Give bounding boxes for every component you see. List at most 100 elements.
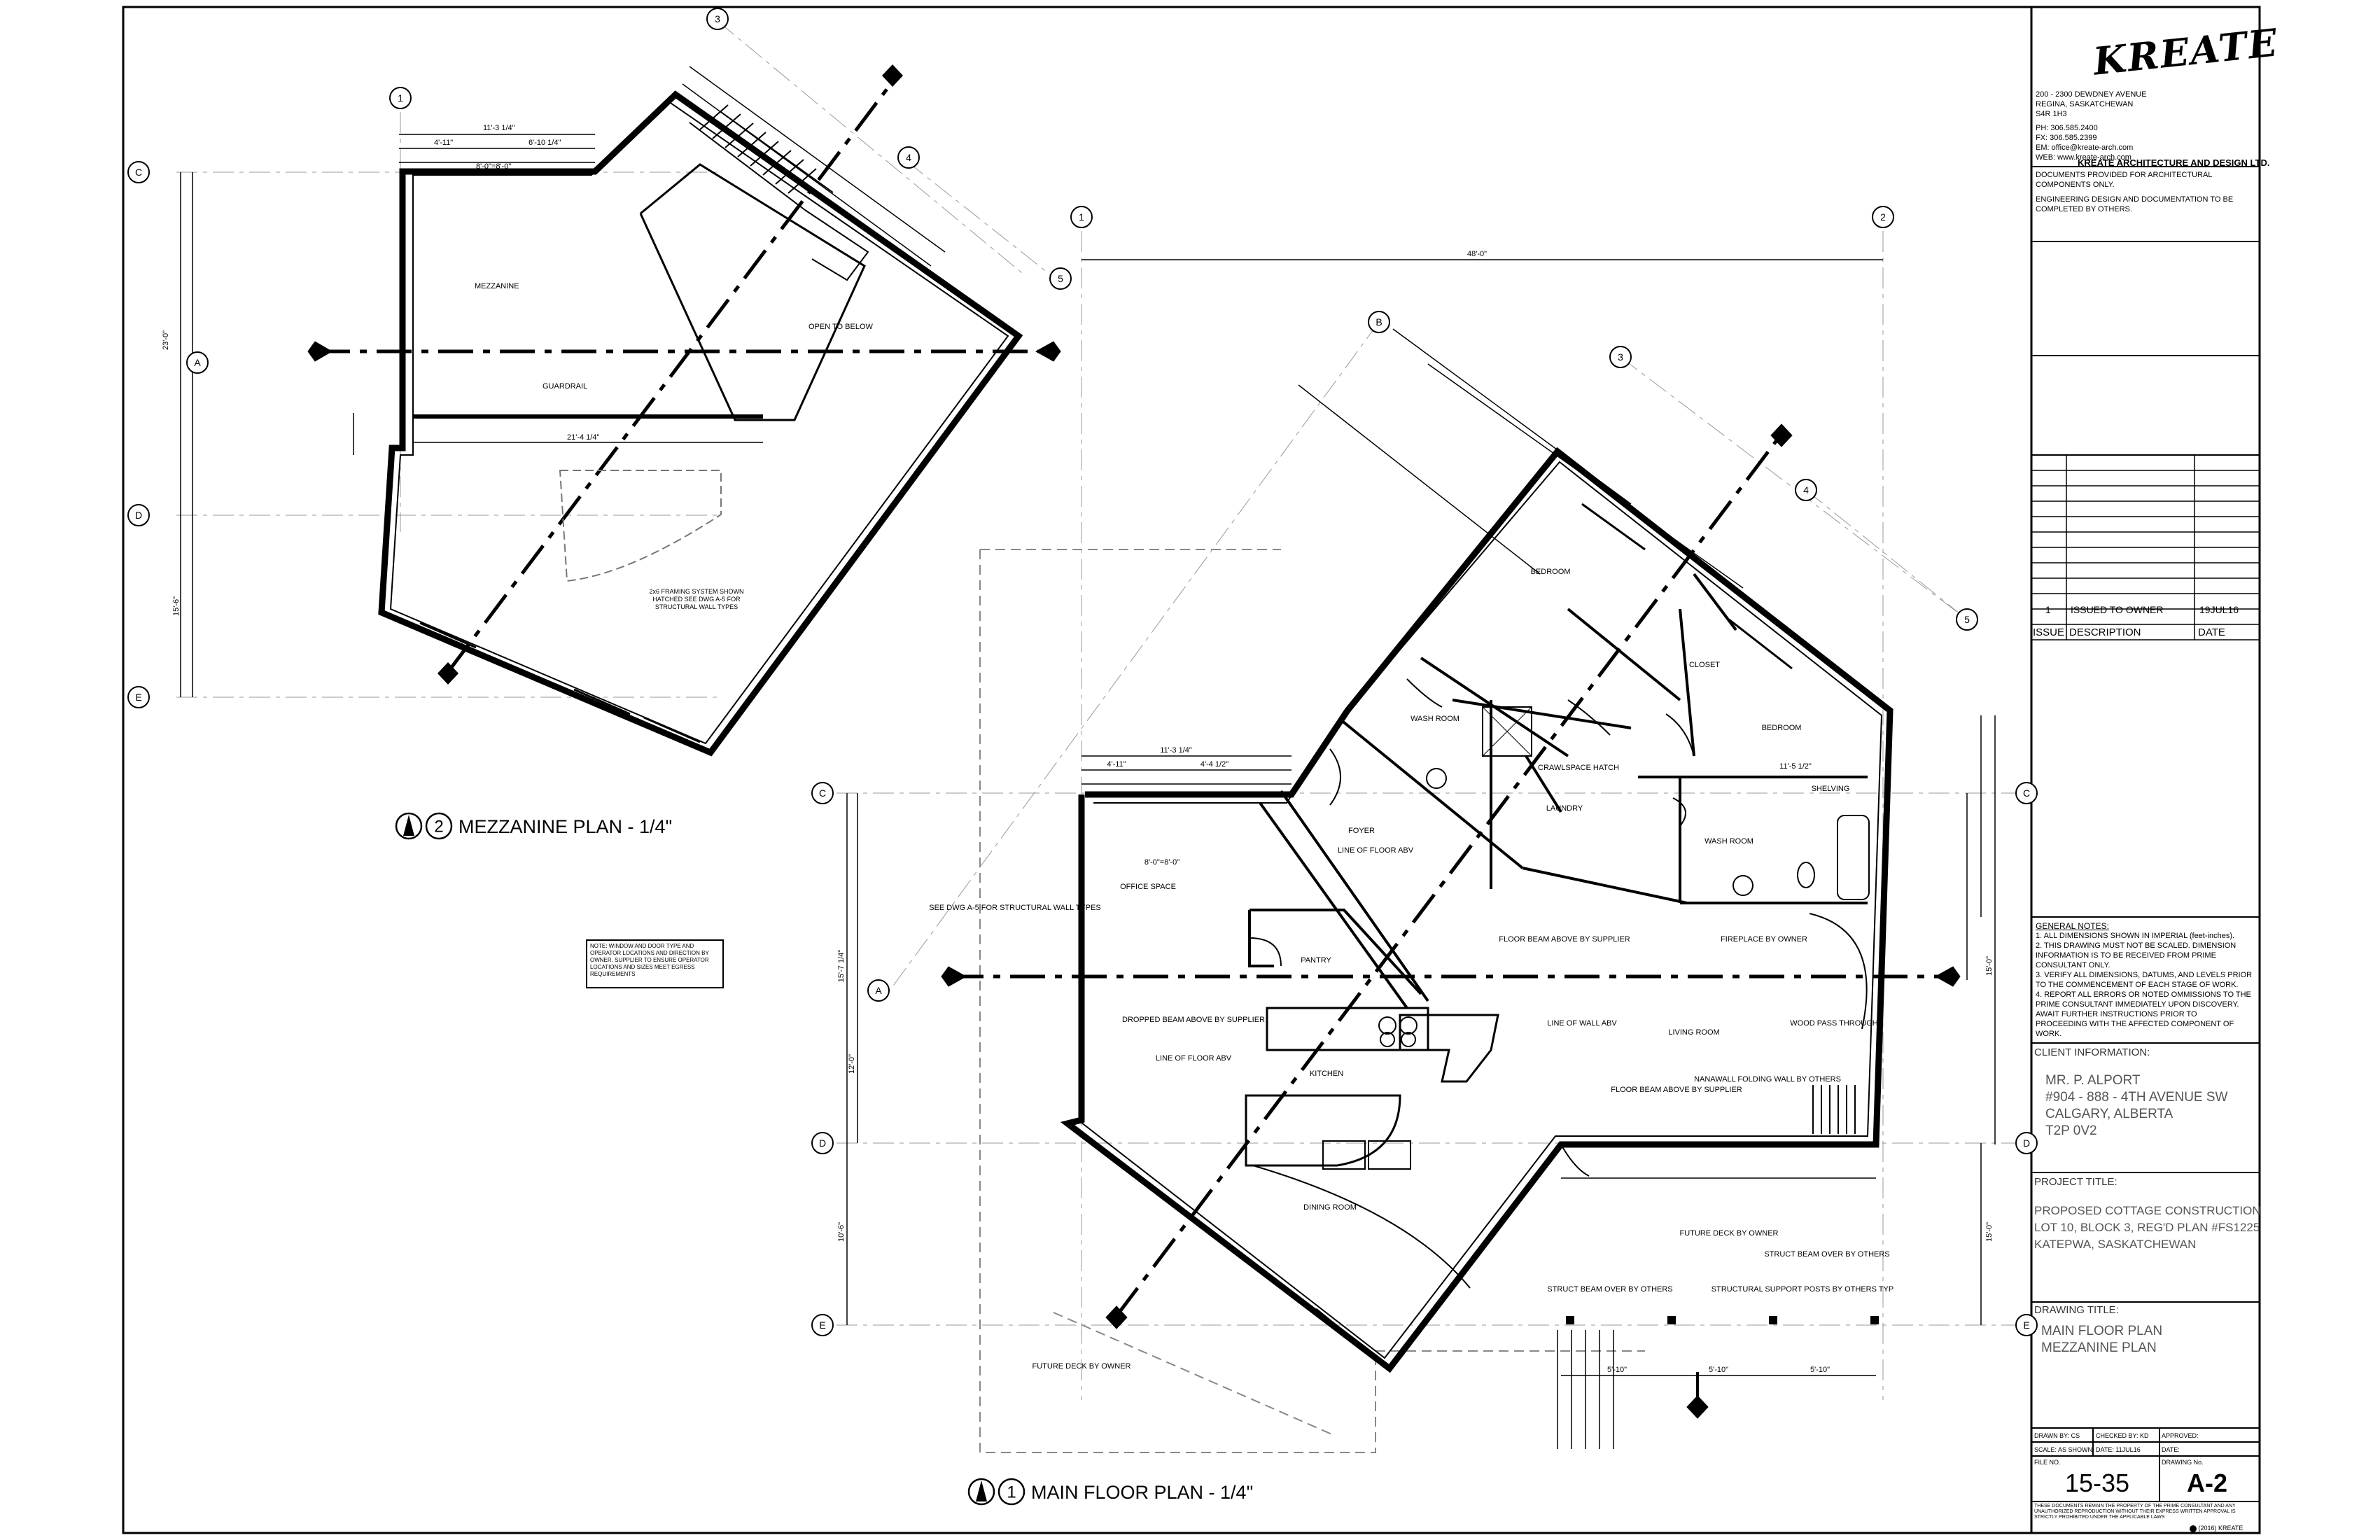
email: EM: office@kreate-arch.com (2036, 144, 2134, 152)
copyright-icon (2190, 1525, 2197, 1532)
general-note-2: 2. THIS DRAWING MUST NOT BE SCALED. DIME… (2036, 941, 2236, 950)
mezz-dim-left: 23'-0" (162, 330, 170, 350)
checked-by: CHECKED BY: KD (2096, 1432, 2149, 1439)
client-line-1: MR. P. ALPORT (2045, 1073, 2141, 1088)
general-note-11: WORK. (2036, 1030, 2062, 1038)
label-nanawall: NANAWALL FOLDING WALL BY OTHERS (1694, 1075, 1841, 1084)
label-crawlspace: CRAWLSPACE HATCH (1538, 764, 1619, 772)
project-line-2: LOT 10, BLOCK 3, REG'D PLAN #FS1225 (2034, 1221, 2260, 1234)
client-line-3: CALGARY, ALBERTA (2045, 1107, 2174, 1121)
mezz-open-below: OPEN TO BELOW (808, 323, 874, 331)
room-foyer: FOYER (1348, 827, 1375, 835)
sheet-border (122, 6, 2261, 1534)
main-dim-top4: 8'-0"=8'-0" (1144, 858, 1180, 867)
disclaimer-3: ENGINEERING DESIGN AND DOCUMENTATION TO … (2036, 195, 2234, 204)
mezz-bubble-4: 4 (906, 152, 911, 163)
approved: APPROVED: (2162, 1432, 2199, 1439)
label-strut-posts: STRUCTURAL SUPPORT POSTS BY OTHERS TYP (1712, 1285, 1893, 1294)
general-note-6: TO THE COMMENCEMENT OF EACH STAGE OF WOR… (2036, 981, 2239, 989)
col-date: DATE (2198, 626, 2225, 638)
disclaimer-4: COMPLETED BY OTHERS. (2036, 205, 2132, 214)
mezz-walls (378, 90, 1023, 757)
general-note-7: 4. REPORT ALL ERRORS OR NOTED OMMISSIONS… (2036, 990, 2251, 999)
mezz-guardrail: GUARDRAIL (542, 382, 587, 391)
main-dim-bot1: 5'-10" (1607, 1366, 1627, 1374)
mezz-bubble-a: A (194, 357, 201, 368)
room-kitchen: KITCHEN (1310, 1070, 1343, 1078)
main-bubble-1: 1 (1079, 211, 1084, 223)
label-fireplace: FIREPLACE BY OWNER (1721, 935, 1807, 944)
room-washroom-1: WASH ROOM (1410, 715, 1460, 723)
issue-number: 1 (2045, 604, 2051, 615)
main-bubble-4: 4 (1803, 484, 1809, 496)
mezz-framing-note: 2x6 FRAMING SYSTEM SHOWN HATCHED SEE DWG… (649, 588, 744, 610)
mezz-bubble-d: D (135, 510, 142, 521)
mezz-bubble-5: 5 (1058, 273, 1063, 284)
general-note-3: INFORMATION IS TO BE RECEIVED FROM PRIME (2036, 951, 2216, 960)
date-2: DATE: (2162, 1446, 2180, 1453)
label-floor-beam: FLOOR BEAM ABOVE BY SUPPLIER (1499, 935, 1630, 944)
label-strut-beam-2: STRUCT BEAM OVER BY OTHERS (1547, 1285, 1672, 1294)
file-no-label: FILE NO. (2034, 1459, 2061, 1466)
main-bubble-a: A (875, 985, 882, 996)
firm-name: KREATE ARCHITECTURE AND DESIGN LTD. (2078, 158, 2270, 168)
general-note-9: AWAIT FURTHER INSTRUCTIONS PRIOR TO (2036, 1010, 2197, 1018)
main-dim-right3: 15'-0" (1985, 1222, 1994, 1242)
project-line-1: PROPOSED COTTAGE CONSTRUCTION (2034, 1204, 2261, 1217)
label-see-dwg: SEE DWG A-5 FOR STRUCTURAL WALL TYPES (929, 904, 1101, 912)
website: WEB: www.kreate-arch.com (2036, 153, 2132, 162)
main-dim-top: 48'-0" (1467, 250, 1487, 258)
general-notes-title: GENERAL NOTES: (2036, 921, 2109, 931)
room-laundry: LAUNDRY (1546, 804, 1583, 813)
room-pantry: PANTRY (1301, 956, 1331, 965)
main-bubble-5: 5 (1964, 614, 1970, 625)
copyright: (2016) KREATE (2190, 1525, 2243, 1532)
main-title-marker (967, 1478, 1026, 1506)
label-floor-beam-2: FLOOR BEAM ABOVE BY SUPPLIER (1611, 1086, 1742, 1094)
main-dim-left3: 10'-6" (837, 1222, 846, 1242)
drawing-line-2: MEZZANINE PLAN (2041, 1340, 2157, 1355)
main-plan-title: MAIN FLOOR PLAN - 1/4" (1031, 1482, 1253, 1503)
drawing-no-label: DRAWING No. (2162, 1459, 2204, 1466)
mezz-dim-mid: 21'-4 1/4" (567, 433, 599, 442)
general-note-1: 1. ALL DIMENSIONS SHOWN IN IMPERIAL (fee… (2036, 932, 2235, 940)
label-line-wall: LINE OF WALL ABV (1547, 1019, 1617, 1028)
mezz-room-label: MEZZANINE (475, 282, 519, 290)
main-bubble-b: B (1376, 316, 1382, 328)
mezz-title-marker (395, 812, 453, 840)
room-bedroom-1: BEDROOM (1531, 568, 1571, 576)
disclaimer-2: COMPONENTS ONLY. (2036, 181, 2115, 189)
note-box (586, 939, 724, 988)
main-dim-top2: 4'-11" (1107, 760, 1126, 769)
firm-logo: KREATE (2091, 20, 2281, 84)
mezz-dim-top3: 6'-10 1/4" (528, 139, 561, 147)
general-note-5: 3. VERIFY ALL DIMENSIONS, DATUMS, AND LE… (2036, 971, 2253, 979)
main-floor-plan: 1 2 B 3 4 5 C A D E C D E BEDROOM BEDROO… (811, 206, 2038, 1453)
main-dim-right2: 15'-0" (1985, 956, 1994, 976)
titleblock-grid (2031, 166, 2260, 1502)
note-text: NOTE: WINDOW AND DOOR TYPE AND OPERATOR … (590, 943, 709, 977)
main-dim-top3: 4'-4 1/2" (1200, 760, 1228, 769)
main-dim-bot2: 5'-10" (1709, 1366, 1728, 1374)
room-living: LIVING ROOM (1668, 1028, 1719, 1037)
mezz-title-number: 2 (434, 818, 443, 836)
main-bubble-d-left: D (819, 1138, 826, 1149)
label-wood-pass: WOOD PASS THROUGH (1790, 1019, 1878, 1028)
label-line-floor-2: LINE OF FLOOR ABV (1156, 1054, 1232, 1063)
general-note-10: PROCEEDING WITH THE AFFECTED COMPONENT O… (2036, 1020, 2234, 1028)
main-bubble-c-left: C (819, 788, 826, 799)
main-dim-left1: 15'-7 1/4" (837, 950, 846, 982)
address-line-2: REGINA, SASKATCHEWAN (2036, 100, 2134, 108)
issue-description: ISSUED TO OWNER (2071, 604, 2164, 615)
mezz-bubble-c: C (135, 167, 142, 178)
drawn-by: DRAWN BY: CS (2034, 1432, 2080, 1439)
main-bubble-3: 3 (1618, 351, 1623, 363)
mezz-dim-top1: 11'-3 1/4" (483, 124, 515, 132)
col-issue: ISSUE (2033, 626, 2065, 638)
drawing-no: A-2 (2187, 1469, 2228, 1497)
label-line-floor: LINE OF FLOOR ABV (1338, 846, 1414, 855)
room-washroom-2: WASH ROOM (1704, 837, 1754, 846)
mezz-plan-title: MEZZANINE PLAN - 1/4" (458, 816, 672, 837)
main-dim-bot3: 5'-10" (1810, 1366, 1830, 1374)
